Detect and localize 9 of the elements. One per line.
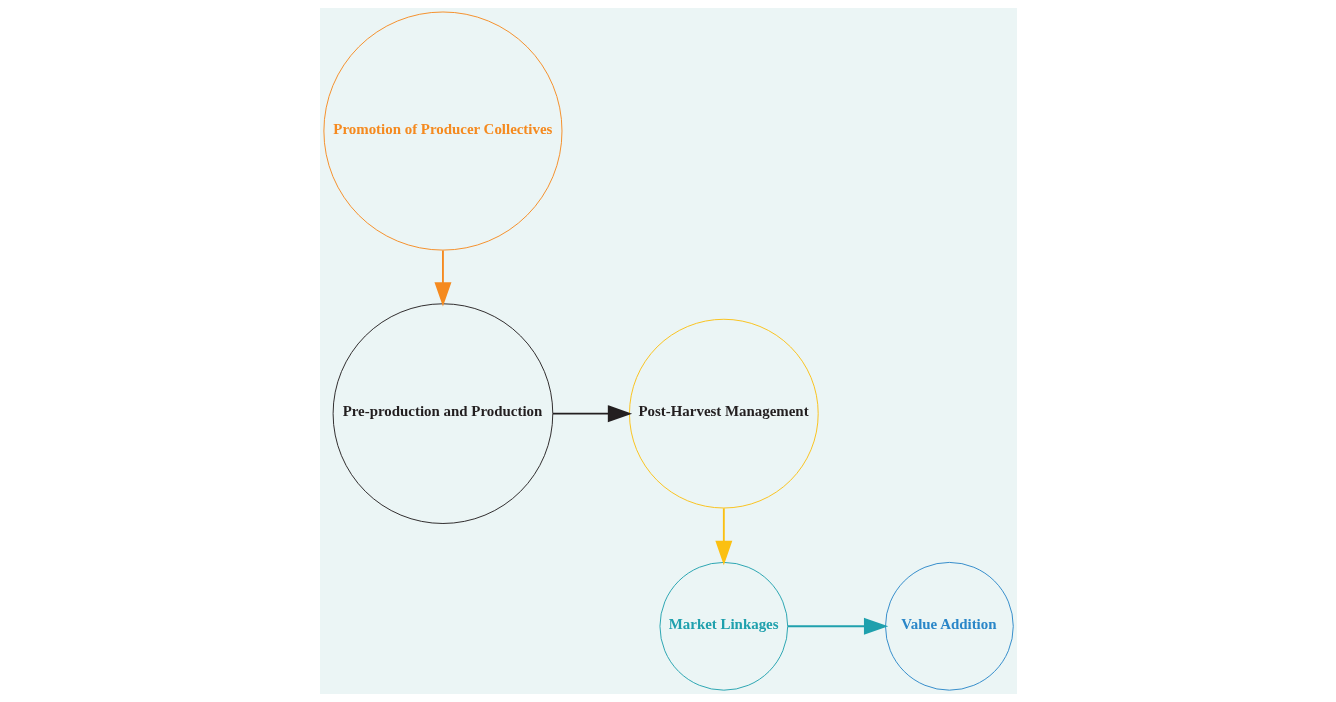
node-circle: Market Linkages — [658, 561, 788, 691]
node-circle: Pre-production and Production — [332, 303, 553, 524]
node-circle: Post-Harvest Management — [628, 318, 819, 509]
node-circle: Promotion of Producer Collectives — [322, 11, 562, 251]
node-circle: Value Addition — [884, 561, 1014, 691]
arrow — [714, 507, 732, 566]
arrow — [433, 249, 451, 307]
arrow — [786, 617, 888, 635]
arrow — [551, 405, 632, 423]
